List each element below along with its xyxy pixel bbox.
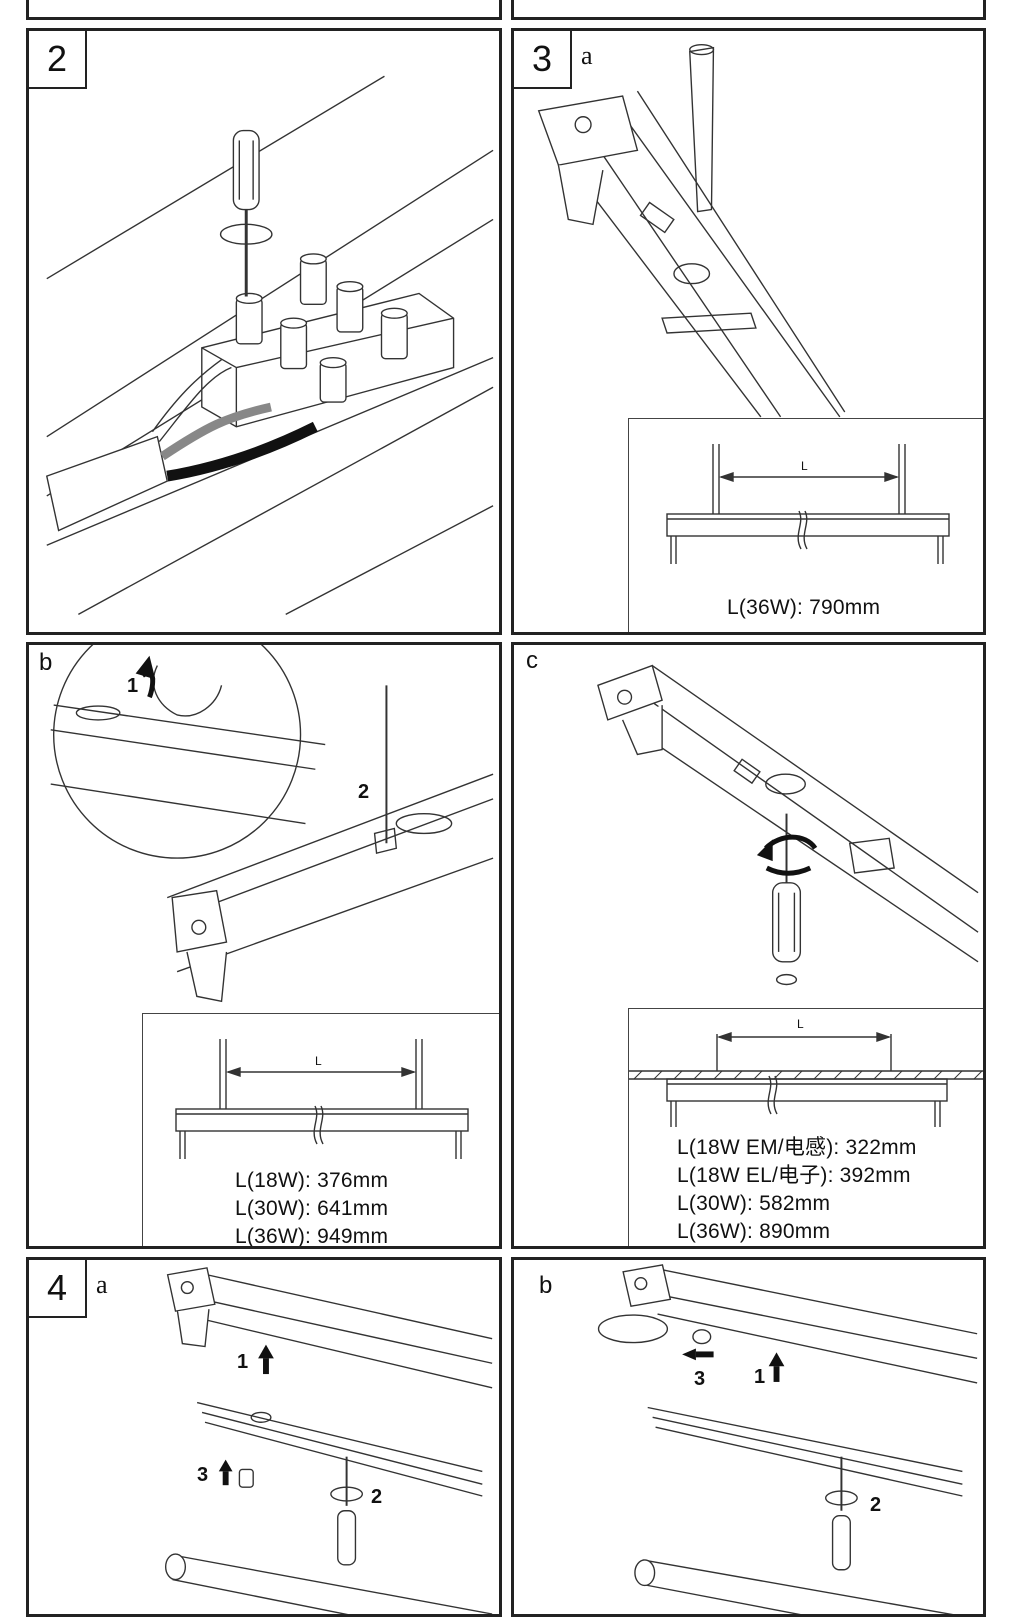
dimension-label-L: L (797, 1017, 804, 1031)
dimension-item: L(36W): 790mm (727, 596, 881, 619)
dimension-item: L(30W): 582mm (677, 1192, 831, 1215)
dimension-label-L: L (315, 1054, 322, 1068)
step-number-3: 3 (514, 31, 572, 89)
dimension-item: L(18W): 376mm (235, 1169, 389, 1192)
dimension-item: L(30W): 641mm (235, 1197, 389, 1220)
dimension-item: L(36W): 890mm (677, 1220, 831, 1243)
dimension-list-3c: L(18W EM/电感): 322mm L(18W EL/电子): 392mm … (677, 1134, 917, 1246)
top-panel-right (511, 0, 986, 20)
screw-fixing-illustration (597, 664, 979, 986)
panel-step-4b: b 1 2 3 (511, 1257, 986, 1617)
dimension-item: L(18W EL/电子): 392mm (677, 1164, 911, 1187)
panel-step-4a: 4 a 1 2 3 (26, 1257, 502, 1617)
dimension-label-L: L (801, 459, 808, 473)
dimension-inset-3a: L L(36W): 790mm (628, 418, 983, 632)
sub-label-c: c (526, 647, 538, 674)
step-1-label: 1 (754, 1366, 766, 1388)
dimension-list-3a: L(36W): 790mm (727, 594, 880, 622)
step-number-4: 4 (29, 1260, 87, 1318)
sub-label-b: b (539, 1272, 553, 1299)
panel-step-3a: 3 a L L(36W): 790mm (511, 28, 986, 635)
dimension-inset-3b: L L(18W): 376mm L(30W): 641mm L(36W): 94… (142, 1013, 499, 1248)
dimension-item: L(36W): 949mm (235, 1225, 389, 1248)
step-3-label: 3 (694, 1368, 706, 1390)
dimension-drawing (666, 444, 950, 564)
sub-label-a: a (581, 41, 593, 70)
top-panel-left (26, 0, 502, 20)
wiring-terminal-illustration (45, 75, 494, 616)
panel-step-3c: c (511, 642, 986, 1249)
panel-step-2: 2 (26, 28, 502, 635)
step-2-label: 2 (870, 1494, 882, 1516)
step-number-2: 2 (29, 31, 87, 89)
step-2-label: 2 (371, 1486, 383, 1508)
step-1-label: 1 (127, 675, 139, 697)
step-1-label: 1 (237, 1351, 249, 1373)
step-3-label: 3 (197, 1464, 209, 1486)
step-2-label: 2 (358, 781, 370, 803)
panel-step-3b: b 1 2 L L(18W): 376mm L(30W): 641mm L(36… (26, 642, 502, 1249)
sub-label-b: b (39, 649, 53, 676)
dimension-inset-3c: L L(18W EM/电感): 322mm L(18W EL/电子): 392m… (628, 1008, 983, 1246)
dimension-item: L(18W EM/电感): 322mm (677, 1136, 917, 1159)
bracket-bending-illustration (50, 645, 494, 1003)
dimension-drawing (629, 1032, 983, 1127)
dimension-list-3b: L(18W): 376mm L(30W): 641mm L(36W): 949m… (235, 1167, 389, 1248)
dimension-drawing (175, 1039, 469, 1159)
fixture-mounting-illustration (537, 43, 846, 418)
cover-removal-illustration (164, 1267, 493, 1614)
tube-replacement-illustration (597, 1264, 978, 1614)
sub-label-a: a (96, 1270, 108, 1299)
